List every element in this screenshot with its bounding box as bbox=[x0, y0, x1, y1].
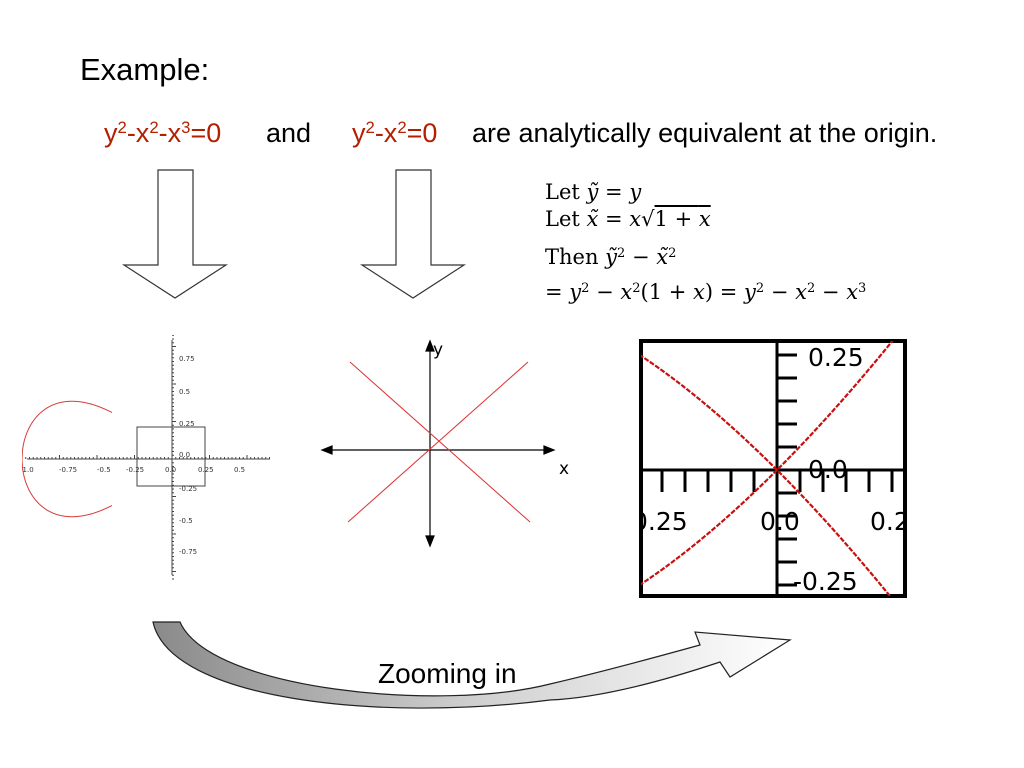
y-tick-bottom: -0.25 bbox=[793, 567, 858, 596]
down-arrow-left bbox=[121, 169, 229, 299]
zoom-arrow bbox=[152, 621, 792, 709]
y-tick-label: 0.25 bbox=[179, 420, 195, 428]
x-tick-right: 0.2 bbox=[870, 507, 908, 536]
x-tick-label: -0.25 bbox=[126, 466, 144, 474]
x-tick-label: -0.5 bbox=[97, 466, 111, 474]
x-tick-label: -0.75 bbox=[59, 466, 77, 474]
x-tick-label: 0.5 bbox=[234, 466, 245, 474]
line-y-equals-minus-x bbox=[349, 361, 531, 523]
x-tick-zero: 0.0 bbox=[760, 507, 800, 536]
y-tick-label: -0.75 bbox=[179, 548, 197, 556]
x-axis-label: x bbox=[559, 459, 569, 479]
x-axis-right-arrow bbox=[543, 445, 556, 455]
y-tick-label: 0.75 bbox=[179, 355, 195, 363]
equivalence-statement: are analytically equivalent at the origi… bbox=[472, 118, 938, 148]
y-tick-label: 0.5 bbox=[179, 388, 190, 396]
x-axis-left-arrow bbox=[320, 445, 333, 455]
zooming-in-label: Zooming in bbox=[378, 658, 517, 689]
y-tick-label: 0.0 bbox=[179, 451, 190, 459]
derivation-line-2: Let x̃ = x√1 + x bbox=[545, 207, 711, 231]
equation-cubic: y2-x2-x3=0 bbox=[104, 117, 222, 148]
derivation-line-1: Let ỹ = y bbox=[545, 180, 642, 204]
zoom-box bbox=[136, 426, 206, 487]
plot-zoomed: 0.25 0.0 -0.25 0.25 0.0 0.2 bbox=[638, 339, 908, 598]
derivation-line-4: = y2 − x2(1 + x) = y2 − x2 − x3 bbox=[545, 280, 867, 304]
x-tick-label: -1.0 bbox=[22, 466, 34, 474]
x-tick-label: 0.0 bbox=[165, 466, 176, 474]
y-tick-label: -0.25 bbox=[179, 485, 197, 493]
x-tick-left: 0.25 bbox=[638, 507, 688, 536]
x-tick-label: 0.25 bbox=[198, 466, 214, 474]
line-y-equals-x bbox=[347, 361, 529, 523]
y-tick-label: -0.5 bbox=[179, 517, 193, 525]
y-axis-up-arrow bbox=[425, 339, 435, 352]
y-axis-label: y bbox=[433, 340, 443, 360]
y-axis-down-arrow bbox=[425, 535, 435, 548]
plot-crossing-lines: y x bbox=[320, 339, 569, 548]
equation-quadratic: y2-x2=0 bbox=[352, 117, 438, 148]
down-arrow-right bbox=[360, 169, 467, 299]
derivation-line-3: Then ỹ2 − x̃2 bbox=[545, 245, 677, 269]
y-tick-top: 0.25 bbox=[808, 343, 864, 372]
connector-and: and bbox=[266, 118, 312, 148]
branch-falling bbox=[641, 354, 892, 596]
plot-nodal-cubic: -1.0 -0.75 -0.5 -0.25 0.0 0.25 0.5 0.75 … bbox=[22, 335, 270, 580]
page-title: Example: bbox=[80, 52, 210, 87]
nodal-cubic-curve bbox=[22, 400, 113, 518]
y-tick-zero: 0.0 bbox=[808, 455, 848, 484]
